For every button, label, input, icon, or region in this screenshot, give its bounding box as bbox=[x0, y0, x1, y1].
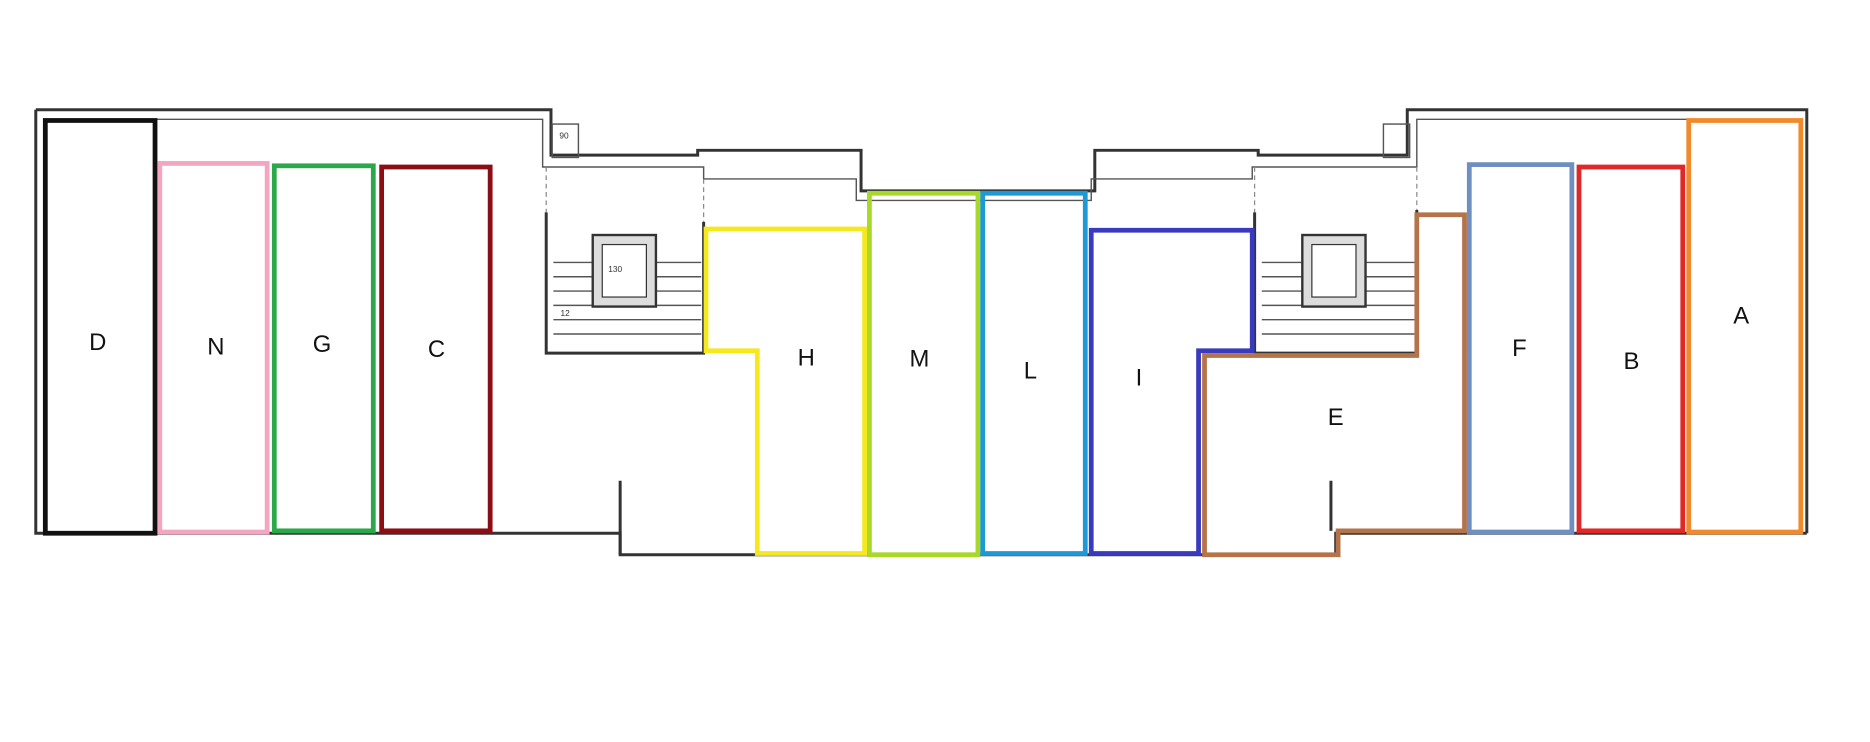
unit-label-D: D bbox=[89, 329, 106, 356]
unit-N[interactable] bbox=[157, 161, 270, 535]
stair-core-right bbox=[1253, 209, 1419, 355]
unit-label-L: L bbox=[1024, 357, 1037, 384]
elevator-dimension: 130 bbox=[608, 264, 622, 274]
unit-C[interactable] bbox=[379, 164, 493, 534]
unit-B[interactable] bbox=[1576, 164, 1686, 534]
unit-label-H: H bbox=[798, 344, 815, 371]
unit-L[interactable] bbox=[980, 190, 1088, 556]
unit-label-B: B bbox=[1624, 348, 1640, 375]
unit-label-E: E bbox=[1328, 404, 1344, 431]
unit-label-M: M bbox=[910, 346, 930, 373]
units bbox=[42, 118, 1804, 558]
unit-labels: D N G C H M L I E F B A bbox=[89, 303, 1749, 431]
building-walls bbox=[34, 108, 1809, 557]
unit-E[interactable] bbox=[1202, 212, 1467, 558]
unit-G[interactable] bbox=[271, 163, 376, 534]
stair-core-left: 130 12 90 bbox=[544, 130, 706, 355]
unit-label-A: A bbox=[1733, 303, 1749, 330]
unit-label-C: C bbox=[428, 336, 445, 363]
unit-label-N: N bbox=[207, 334, 224, 361]
unit-label-G: G bbox=[313, 331, 332, 358]
unit-D[interactable] bbox=[42, 118, 158, 536]
unit-I[interactable] bbox=[1088, 227, 1255, 556]
stair-dimension: 12 bbox=[561, 308, 571, 318]
shaft-dimension: 90 bbox=[559, 130, 569, 140]
unit-label-F: F bbox=[1512, 335, 1527, 362]
unit-F[interactable] bbox=[1466, 162, 1575, 535]
unit-A[interactable] bbox=[1686, 118, 1804, 535]
unit-H[interactable] bbox=[703, 226, 868, 556]
unit-label-I: I bbox=[1136, 365, 1143, 392]
unit-M[interactable] bbox=[867, 190, 981, 558]
